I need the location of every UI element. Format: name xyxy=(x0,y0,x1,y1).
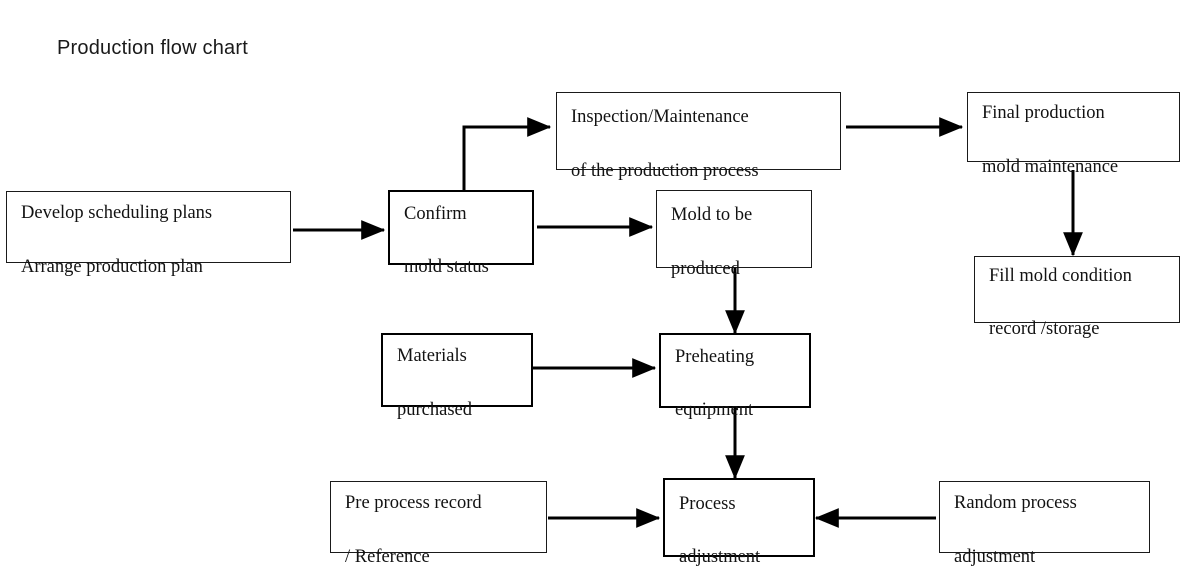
node-preheating-equipment[interactable]: Preheating equipment xyxy=(659,333,811,420)
node-inspection-line1: Inspection/Maintenance xyxy=(571,107,749,128)
node-mold-produced-line1: Mold to be xyxy=(671,205,753,226)
node-pre-record-line2: / Reference xyxy=(345,546,430,567)
node-mold-produced-line2: produced xyxy=(671,258,740,279)
node-process-adjust-line2: adjustment xyxy=(679,547,761,568)
node-final-maintenance-line1: Final production xyxy=(982,103,1105,124)
node-materials-line1: Materials xyxy=(397,346,467,367)
node-final-maintenance-line2: mold maintenance xyxy=(982,156,1119,177)
node-materials-line2: purchased xyxy=(397,399,472,420)
node-fill-record-line2: record /storage xyxy=(989,319,1100,340)
node-inspection-maintenance[interactable]: Inspection/Maintenance of the production… xyxy=(556,92,841,181)
node-fill-record-line1: Fill mold condition xyxy=(989,265,1132,286)
node-process-adjust-line1: Process xyxy=(679,493,736,514)
node-develop-scheduling-plans[interactable]: Develop scheduling plans Arrange product… xyxy=(6,191,291,277)
node-confirm-line1: Confirm xyxy=(404,203,467,224)
node-mold-to-be-produced[interactable]: Mold to be produced xyxy=(656,190,812,279)
node-final-production-mold-maintenance[interactable]: Final production mold maintenance xyxy=(967,92,1180,177)
node-random-adjust-line1: Random process xyxy=(954,493,1077,514)
node-develop-line1: Develop scheduling plans xyxy=(21,203,213,224)
node-inspection-line2: of the production process xyxy=(571,160,759,181)
node-pre-record-line1: Pre process record xyxy=(345,493,482,514)
node-fill-mold-condition-record[interactable]: Fill mold condition record /storage xyxy=(974,256,1180,339)
node-preheating-line1: Preheating xyxy=(675,346,755,367)
node-confirm-line2: mold status xyxy=(404,257,489,278)
node-preheating-line2: equipment xyxy=(675,400,754,421)
node-random-adjust-line2: adjustment xyxy=(954,546,1036,567)
node-materials-purchased[interactable]: Materials purchased xyxy=(381,333,533,420)
node-confirm-mold-status[interactable]: Confirm mold status xyxy=(388,190,534,277)
node-develop-line2: Arrange production plan xyxy=(21,256,203,277)
page-title: Production flow chart xyxy=(57,37,248,59)
node-pre-process-record[interactable]: Pre process record / Reference xyxy=(330,481,547,567)
node-random-process-adjustment[interactable]: Random process adjustment xyxy=(939,481,1150,567)
node-process-adjustment[interactable]: Process adjustment xyxy=(663,478,815,567)
